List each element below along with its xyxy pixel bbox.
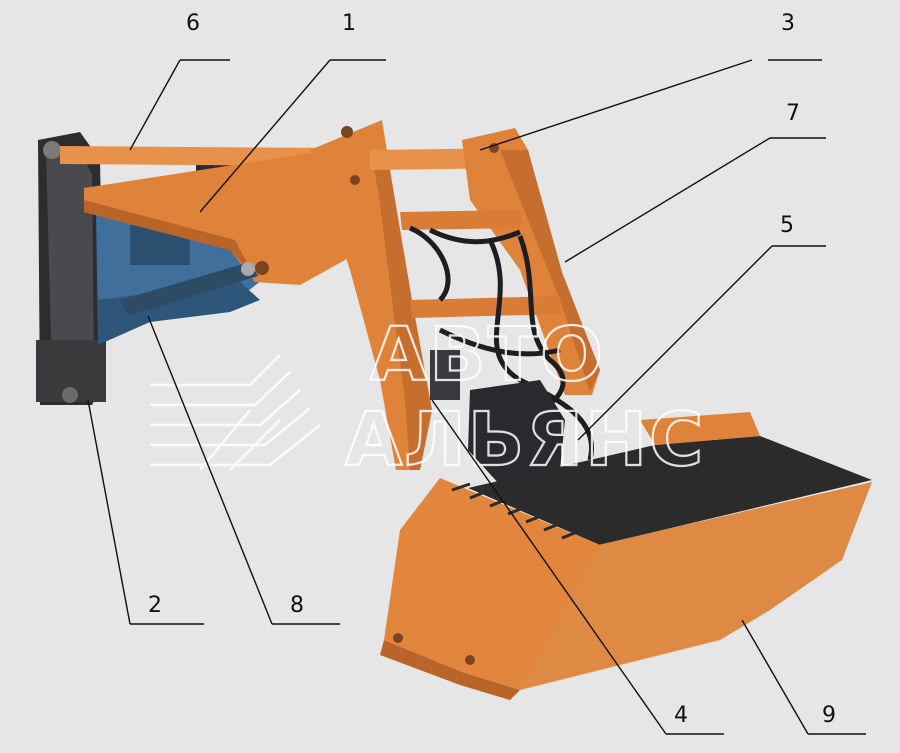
callout-label-7: 7 xyxy=(786,101,800,126)
callout-label-1: 1 xyxy=(342,11,356,36)
callout-4: 4 xyxy=(431,399,724,735)
bucket xyxy=(380,412,872,700)
callout-1: 1 xyxy=(199,11,386,213)
tractor-front-body xyxy=(36,132,106,405)
watermark-line-2: АЛЬЯНС xyxy=(345,397,705,483)
callout-8: 8 xyxy=(147,315,340,625)
watermark: АВТО АЛЬЯНС xyxy=(150,311,705,484)
callout-7: 7 xyxy=(564,101,826,263)
callout-2: 2 xyxy=(87,399,204,625)
callout-label-3: 3 xyxy=(781,11,795,36)
hydraulic-hoses xyxy=(408,225,594,461)
callout-label-8: 8 xyxy=(290,593,304,618)
loader-boom xyxy=(60,120,600,470)
callout-9: 9 xyxy=(741,619,866,735)
callout-6: 6 xyxy=(129,11,230,151)
watermark-line-1: АВТО xyxy=(370,312,605,398)
callout-label-4: 4 xyxy=(674,703,688,728)
callout-label-6: 6 xyxy=(186,11,200,36)
callout-5: 5 xyxy=(577,213,826,441)
callout-label-2: 2 xyxy=(148,593,162,618)
bucket-cylinder-assembly xyxy=(430,350,565,485)
callout-3: 3 xyxy=(479,11,822,151)
callout-label-5: 5 xyxy=(780,213,794,238)
boom-hydraulic-cylinder xyxy=(120,262,258,316)
watermark-logo-icon xyxy=(150,354,321,471)
callout-label-9: 9 xyxy=(822,703,836,728)
